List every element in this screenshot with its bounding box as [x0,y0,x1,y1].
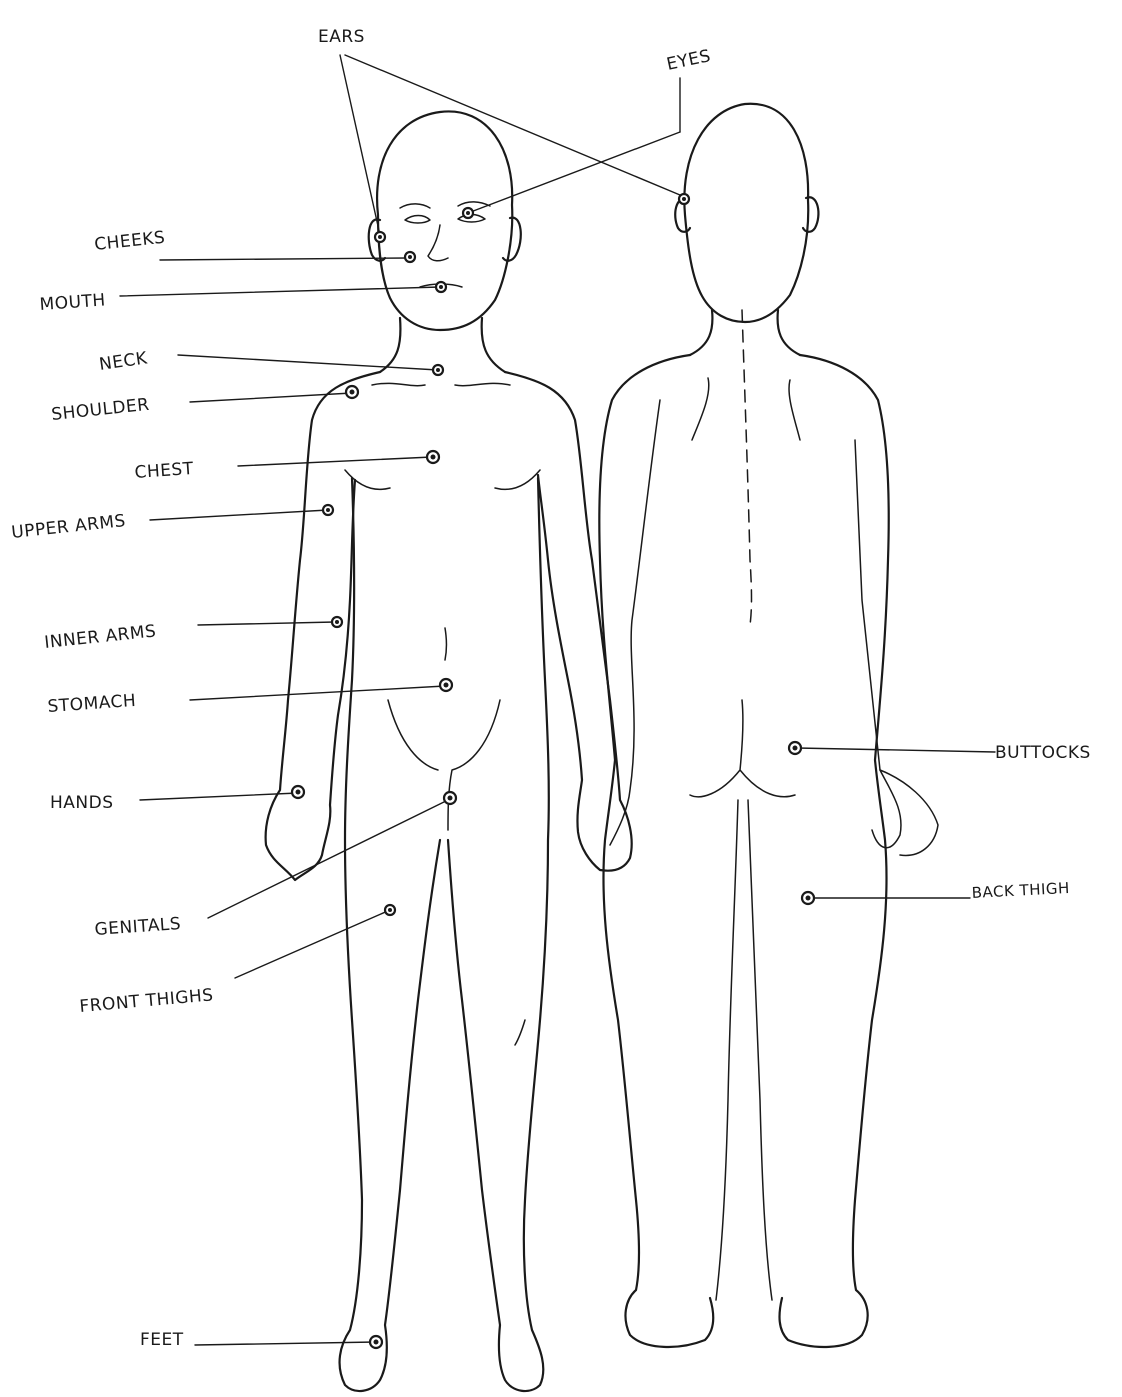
back-neck [690,310,800,355]
label-buttocks: BUTTOCKS [995,743,1091,763]
front-navel [445,628,447,660]
label-mouth: MOUTH [39,290,106,315]
front-right-side [505,372,632,871]
front-thigh-mark [515,1020,525,1045]
front-nose [428,225,448,261]
dot-mouth [436,282,446,292]
label-cheeks: CHEEKS [93,228,166,255]
dot-inner-arm [332,617,342,627]
marker-dots [292,194,814,1348]
dot-foot [370,1336,382,1348]
label-front-thighs: FRONT THIGHS [79,985,215,1017]
dot-buttocks [789,742,801,754]
dot-shoulder [346,386,358,398]
back-right-ear [803,197,818,232]
dot-upper-arm [323,505,333,515]
back-head [684,104,808,322]
dot-hand [292,786,304,798]
dot-left-ear [375,232,385,242]
dot-back-ear [679,194,689,204]
label-genitals: GENITALS [94,914,182,940]
dot-back-thigh [802,892,814,904]
label-eyes: EYES [665,46,713,75]
label-shoulder: SHOULDER [50,395,150,425]
dot-genitals [444,792,456,804]
front-figure [266,111,632,1391]
front-collarbones [372,383,510,385]
back-left-side [599,355,713,1347]
front-neck [380,318,505,372]
label-back-thigh: BACK THIGH [971,879,1070,902]
dot-front-thigh [385,905,395,915]
back-figure [599,104,938,1347]
front-right-hip-leg [448,478,549,1391]
label-upper-arms: UPPER ARMS [10,511,126,543]
dot-stomach [440,679,452,691]
front-left-side [266,372,380,880]
front-pecs [345,470,540,489]
dot-eye [463,208,473,218]
back-spine [742,310,752,625]
label-feet: FEET [140,1330,184,1350]
label-hands: HANDS [50,793,114,813]
front-head [377,111,512,330]
label-stomach: STOMACH [47,691,137,717]
back-right-hand [880,770,938,855]
back-right-side [780,355,889,1347]
dot-neck [433,365,443,375]
back-buttocks-line [690,700,795,797]
leader-lines [120,55,995,1345]
label-inner-arms: INNER ARMS [43,621,157,653]
back-inner-legs [716,800,772,1300]
front-left-hip-leg [340,478,440,1391]
label-ears: EARS [318,27,365,47]
dot-cheek [405,252,415,262]
front-groin [388,700,500,830]
label-neck: NECK [98,348,149,375]
labels: EARS EYES CHEEKS MOUTH NECK SHOULDER CHE… [10,27,1090,1350]
dot-chest [427,451,439,463]
front-brows [400,202,490,208]
label-chest: CHEST [134,459,194,483]
